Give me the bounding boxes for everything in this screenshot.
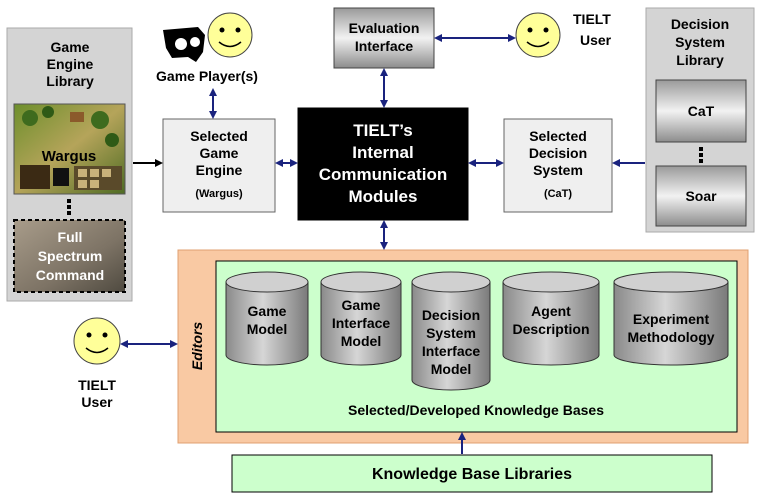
game-player-label: Game Player(s)	[156, 68, 258, 84]
fsc-label-3: Command	[36, 267, 104, 283]
internal-modules-line-2: Internal	[352, 143, 413, 162]
kb-game-interface-line-2: Interface	[332, 315, 391, 331]
kb-decision-system-interface-model[interactable]: Decision System Interface Model	[411, 271, 491, 391]
fsc-label-2: Spectrum	[38, 248, 103, 264]
connector-arrows	[120, 34, 645, 454]
selected-decision-system-line-2: Decision	[529, 145, 587, 161]
knowledge-bases-caption: Selected/Developed Knowledge Bases	[348, 402, 604, 418]
kb-experiment-line-1: Experiment	[633, 311, 710, 327]
decision-library-title-3: Library	[676, 52, 724, 68]
selected-game-engine-line-1: Selected	[190, 128, 248, 144]
evaluation-interface-line-2: Interface	[355, 38, 414, 54]
internal-modules-line-1: TIELT’s	[353, 121, 413, 140]
tielt-user-top: TIELT User	[515, 11, 612, 58]
kb-agent-description-line-1: Agent	[531, 303, 571, 319]
tielt-user-top-line-2: User	[580, 32, 612, 48]
smiley-icon	[207, 12, 253, 58]
selected-decision-system-sub: (CaT)	[544, 188, 572, 200]
selected-game-engine-line-2: Game	[200, 145, 239, 161]
kb-game-model[interactable]: Game Model	[225, 271, 309, 366]
decision-library-title-2: System	[675, 34, 725, 50]
game-engine-library-title-2: Engine	[47, 56, 94, 72]
kb-agent-description[interactable]: Agent Description	[502, 271, 600, 366]
selected-game-engine-box[interactable]: Selected Game Engine (Wargus)	[162, 118, 276, 213]
library-ellipsis-icon	[67, 199, 71, 215]
cat-library-item[interactable]: CaT	[655, 79, 747, 143]
decision-system-library: Decision System Library CaT Soar	[645, 7, 755, 233]
kb-experiment-methodology[interactable]: Experiment Methodology	[613, 271, 729, 366]
editors-label: Editors	[189, 322, 205, 370]
smiley-icon	[515, 12, 561, 58]
kb-decision-interface-line-1: Decision	[422, 307, 480, 323]
kb-decision-interface-line-2: System	[426, 325, 476, 341]
knowledge-base-libraries-box[interactable]: Knowledge Base Libraries	[231, 454, 713, 493]
kb-agent-description-line-2: Description	[512, 321, 589, 337]
internal-modules-line-4: Modules	[349, 187, 418, 206]
game-engine-library: Game Engine Library Wargus	[6, 27, 133, 302]
kb-decision-interface-line-4: Model	[431, 361, 471, 377]
fsc-label-1: Full	[58, 229, 83, 245]
tielt-user-top-line-1: TIELT	[573, 11, 611, 27]
smiley-icon	[73, 317, 121, 365]
full-spectrum-command-screenshot[interactable]: Full Spectrum Command	[13, 219, 126, 293]
wargus-screenshot[interactable]: Wargus	[13, 103, 126, 195]
tielt-user-left: TIELT User	[73, 317, 121, 410]
kb-decision-interface-line-3: Interface	[422, 343, 481, 359]
game-player-figure: Game Player(s)	[156, 12, 258, 84]
wargus-label: Wargus	[42, 148, 96, 165]
evaluation-interface-box[interactable]: Evaluation Interface	[333, 7, 435, 69]
kb-game-interface-line-3: Model	[341, 333, 381, 349]
kb-libraries-label: Knowledge Base Libraries	[372, 466, 572, 483]
tielt-user-left-line-1: TIELT	[78, 377, 116, 393]
decision-library-title-1: Decision	[671, 16, 729, 32]
selected-decision-system-line-3: System	[533, 162, 583, 178]
kb-game-model-line-2: Model	[247, 321, 287, 337]
kb-game-interface-line-1: Game	[342, 297, 381, 313]
library-ellipsis-icon	[699, 147, 703, 163]
kb-experiment-line-2: Methodology	[627, 329, 714, 345]
selected-decision-system-line-1: Selected	[529, 128, 587, 144]
selected-decision-system-box[interactable]: Selected Decision System (CaT)	[503, 118, 613, 213]
tielt-user-left-line-2: User	[81, 394, 113, 410]
game-engine-library-title-1: Game	[51, 39, 90, 55]
internal-modules-line-3: Communication	[319, 165, 447, 184]
game-engine-library-title-3: Library	[46, 73, 94, 89]
internal-communication-modules-box[interactable]: TIELT’s Internal Communication Modules	[297, 107, 469, 221]
kb-game-model-line-1: Game	[248, 303, 287, 319]
selected-game-engine-sub: (Wargus)	[195, 188, 243, 200]
kb-game-interface-model[interactable]: Game Interface Model	[320, 271, 402, 366]
soar-label: Soar	[685, 188, 717, 204]
cat-label: CaT	[688, 103, 715, 119]
evaluation-interface-line-1: Evaluation	[349, 20, 420, 36]
selected-game-engine-line-3: Engine	[196, 162, 243, 178]
game-controller-icon	[163, 27, 205, 62]
soar-library-item[interactable]: Soar	[655, 165, 747, 227]
